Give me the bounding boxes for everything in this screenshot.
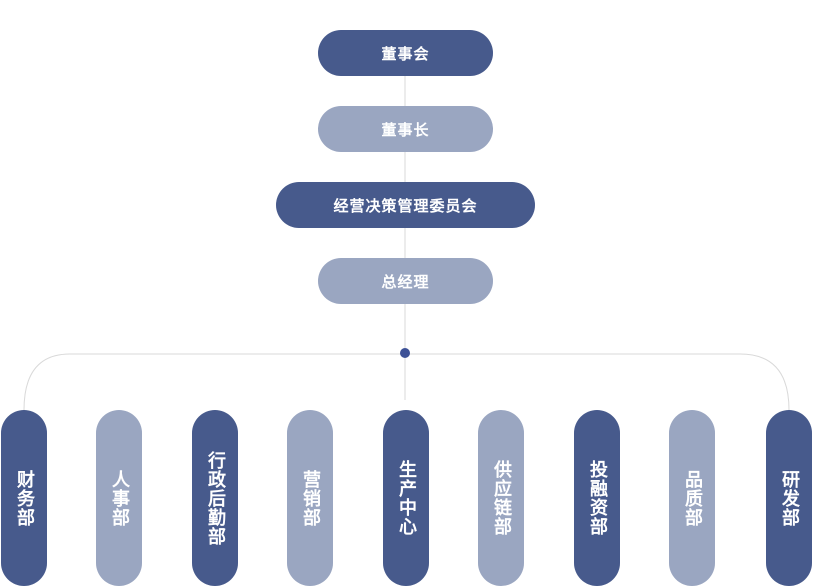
department-label: 研发部 <box>779 469 800 527</box>
node-label: 经营决策管理委员会 <box>333 196 478 215</box>
department-node-quality: 品质部 <box>669 410 715 586</box>
department-node-investment: 投融资部 <box>574 410 620 586</box>
branch-connector <box>23 353 790 411</box>
department-node-admin: 行政后勤部 <box>192 410 238 586</box>
department-label: 投融资部 <box>587 460 608 536</box>
junction-dot <box>400 348 410 358</box>
department-label: 品质部 <box>682 469 703 527</box>
department-node-finance: 财务部 <box>1 410 47 586</box>
department-node-marketing: 营销部 <box>287 410 333 586</box>
department-node-rnd: 研发部 <box>766 410 812 586</box>
department-label: 人事部 <box>109 469 130 527</box>
node-label: 董事长 <box>381 120 430 139</box>
department-node-production: 生产中心 <box>383 410 429 586</box>
department-node-supply-chain: 供应链部 <box>478 410 524 586</box>
board-of-directors-node: 董事会 <box>318 30 493 76</box>
department-label: 营销部 <box>300 469 321 527</box>
department-node-hr: 人事部 <box>96 410 142 586</box>
decision-committee-node: 经营决策管理委员会 <box>276 182 535 228</box>
chairman-node: 董事长 <box>318 106 493 152</box>
node-label: 总经理 <box>381 272 430 291</box>
department-label: 生产中心 <box>396 460 417 536</box>
node-label: 董事会 <box>381 44 430 63</box>
department-label: 财务部 <box>14 469 35 527</box>
general-manager-node: 总经理 <box>318 258 493 304</box>
department-label: 行政后勤部 <box>205 450 226 546</box>
department-label: 供应链部 <box>491 460 512 536</box>
